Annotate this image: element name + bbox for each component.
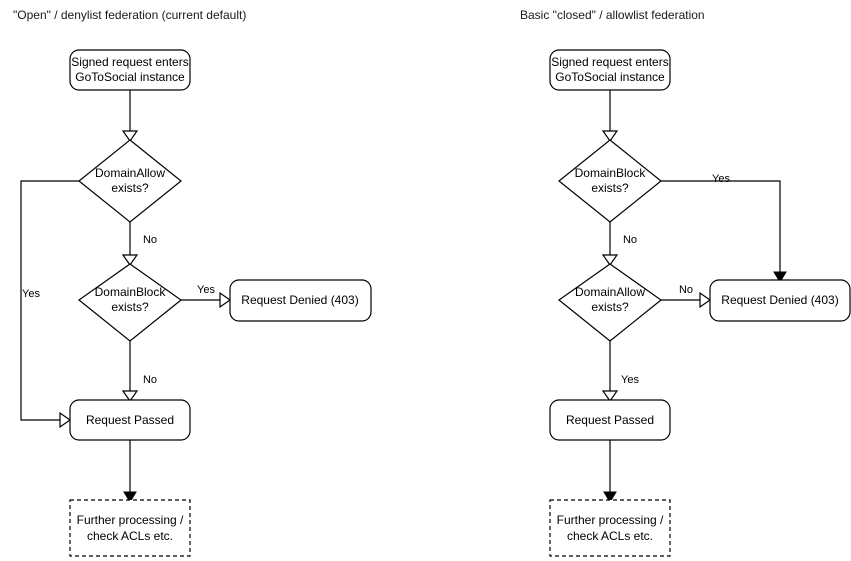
edge-label-domainallow-no: No xyxy=(679,284,693,296)
node-decision-domainallow-left[interactable]: DomainAllow exists? xyxy=(78,139,182,223)
edge-start-to-domainblock-right xyxy=(601,90,619,143)
diagram-open-denylist: "Open" / denylist federation (current de… xyxy=(13,8,372,557)
node-label-line2: exists? xyxy=(111,181,149,195)
arrowhead-open-icon xyxy=(219,291,232,309)
node-request-passed-right[interactable]: Request Passed xyxy=(549,399,671,441)
node-label-line1: DomainBlock xyxy=(575,166,647,180)
node-label-line1: Signed request enters xyxy=(71,55,188,69)
node-shape-rounded-rect xyxy=(709,279,851,322)
arrowhead-open-icon xyxy=(601,254,619,267)
node-request-denied-left[interactable]: Request Denied (403) xyxy=(229,279,372,322)
node-label-line2: exists? xyxy=(591,300,629,314)
node-label-request-passed: Request Passed xyxy=(86,413,174,427)
arrowhead-open-icon xyxy=(699,291,712,309)
node-request-denied-right[interactable]: Request Denied (403) xyxy=(709,279,851,322)
node-further-processing-right[interactable]: Further processing / check ACLs etc. xyxy=(549,499,671,557)
diagram-title-closed-allowlist: Basic "closed" / allowlist federation xyxy=(520,8,705,22)
arrowhead-filled-icon xyxy=(773,271,787,283)
node-label-line1: DomainAllow xyxy=(95,166,165,180)
edge-domainblock-yes-right: Yes xyxy=(661,173,787,283)
node-signed-request-start-right[interactable]: Signed request enters GoToSocial instanc… xyxy=(549,49,671,91)
node-label-request-denied: Request Denied (403) xyxy=(721,293,838,307)
edge-domainallow-no-right: No xyxy=(661,284,712,309)
arrowhead-open-icon xyxy=(601,130,619,143)
edge-domainblock-no-right: No xyxy=(601,222,637,267)
diagram-title-open-denylist: "Open" / denylist federation (current de… xyxy=(13,8,246,22)
node-label-line1: Signed request enters xyxy=(551,55,668,69)
node-request-passed-left[interactable]: Request Passed xyxy=(69,399,191,441)
node-label-line1: DomainAllow xyxy=(575,285,645,299)
node-label-line2: exists? xyxy=(591,181,629,195)
edge-label-domainallow-yes: Yes xyxy=(22,288,40,300)
node-shape-rounded-rect xyxy=(229,279,372,322)
node-label-line1: Further processing / xyxy=(557,513,664,527)
edge-domainblock-no-left: No xyxy=(121,341,157,403)
diagram-closed-allowlist: Basic "closed" / allowlist federation Si… xyxy=(520,8,851,557)
node-label-line2: GoToSocial instance xyxy=(555,70,665,84)
node-label-line1: DomainBlock xyxy=(95,285,167,299)
node-decision-domainblock-right[interactable]: DomainBlock exists? xyxy=(558,139,662,223)
edge-label-domainallow-yes: Yes xyxy=(621,374,639,386)
node-label-request-passed: Request Passed xyxy=(566,413,654,427)
node-shape-dashed-rect xyxy=(549,499,671,557)
node-decision-domainblock-left[interactable]: DomainBlock exists? xyxy=(78,263,182,342)
edge-label-domainblock-no: No xyxy=(143,374,157,386)
edge-label-domainblock-no: No xyxy=(623,234,637,246)
edge-passed-to-further-left xyxy=(123,440,137,503)
node-label-line2: exists? xyxy=(111,300,149,314)
node-decision-domainallow-right[interactable]: DomainAllow exists? xyxy=(558,263,662,342)
node-label-line2: check ACLs etc. xyxy=(567,529,653,543)
edge-passed-to-further-right xyxy=(603,440,617,503)
node-label-request-denied: Request Denied (403) xyxy=(241,293,358,307)
arrowhead-filled-icon xyxy=(603,491,617,503)
edge-domainallow-no-left: No xyxy=(121,222,157,267)
node-label-line2: GoToSocial instance xyxy=(75,70,185,84)
edge-start-to-domainallow-left xyxy=(121,90,139,143)
node-further-processing-left[interactable]: Further processing / check ACLs etc. xyxy=(69,499,191,557)
edge-label-domainblock-yes: Yes xyxy=(197,284,215,296)
edge-label-domainallow-no: No xyxy=(143,234,157,246)
arrowhead-open-icon xyxy=(601,390,619,403)
node-shape-dashed-rect xyxy=(69,499,191,557)
edge-label-domainblock-yes: Yes xyxy=(712,173,730,185)
arrowhead-open-icon xyxy=(121,254,139,267)
edge-domainallow-yes-right: Yes xyxy=(601,341,639,403)
edge-domainallow-yes-left: Yes xyxy=(20,180,79,429)
edge-domainblock-yes-left: Yes xyxy=(181,284,232,309)
node-label-line1: Further processing / xyxy=(77,513,184,527)
node-label-line2: check ACLs etc. xyxy=(87,529,173,543)
arrowhead-open-icon xyxy=(121,130,139,143)
arrowhead-filled-icon xyxy=(123,491,137,503)
arrowhead-open-icon xyxy=(121,390,139,403)
arrowhead-open-icon xyxy=(59,411,72,429)
node-signed-request-start-left[interactable]: Signed request enters GoToSocial instanc… xyxy=(69,49,191,91)
